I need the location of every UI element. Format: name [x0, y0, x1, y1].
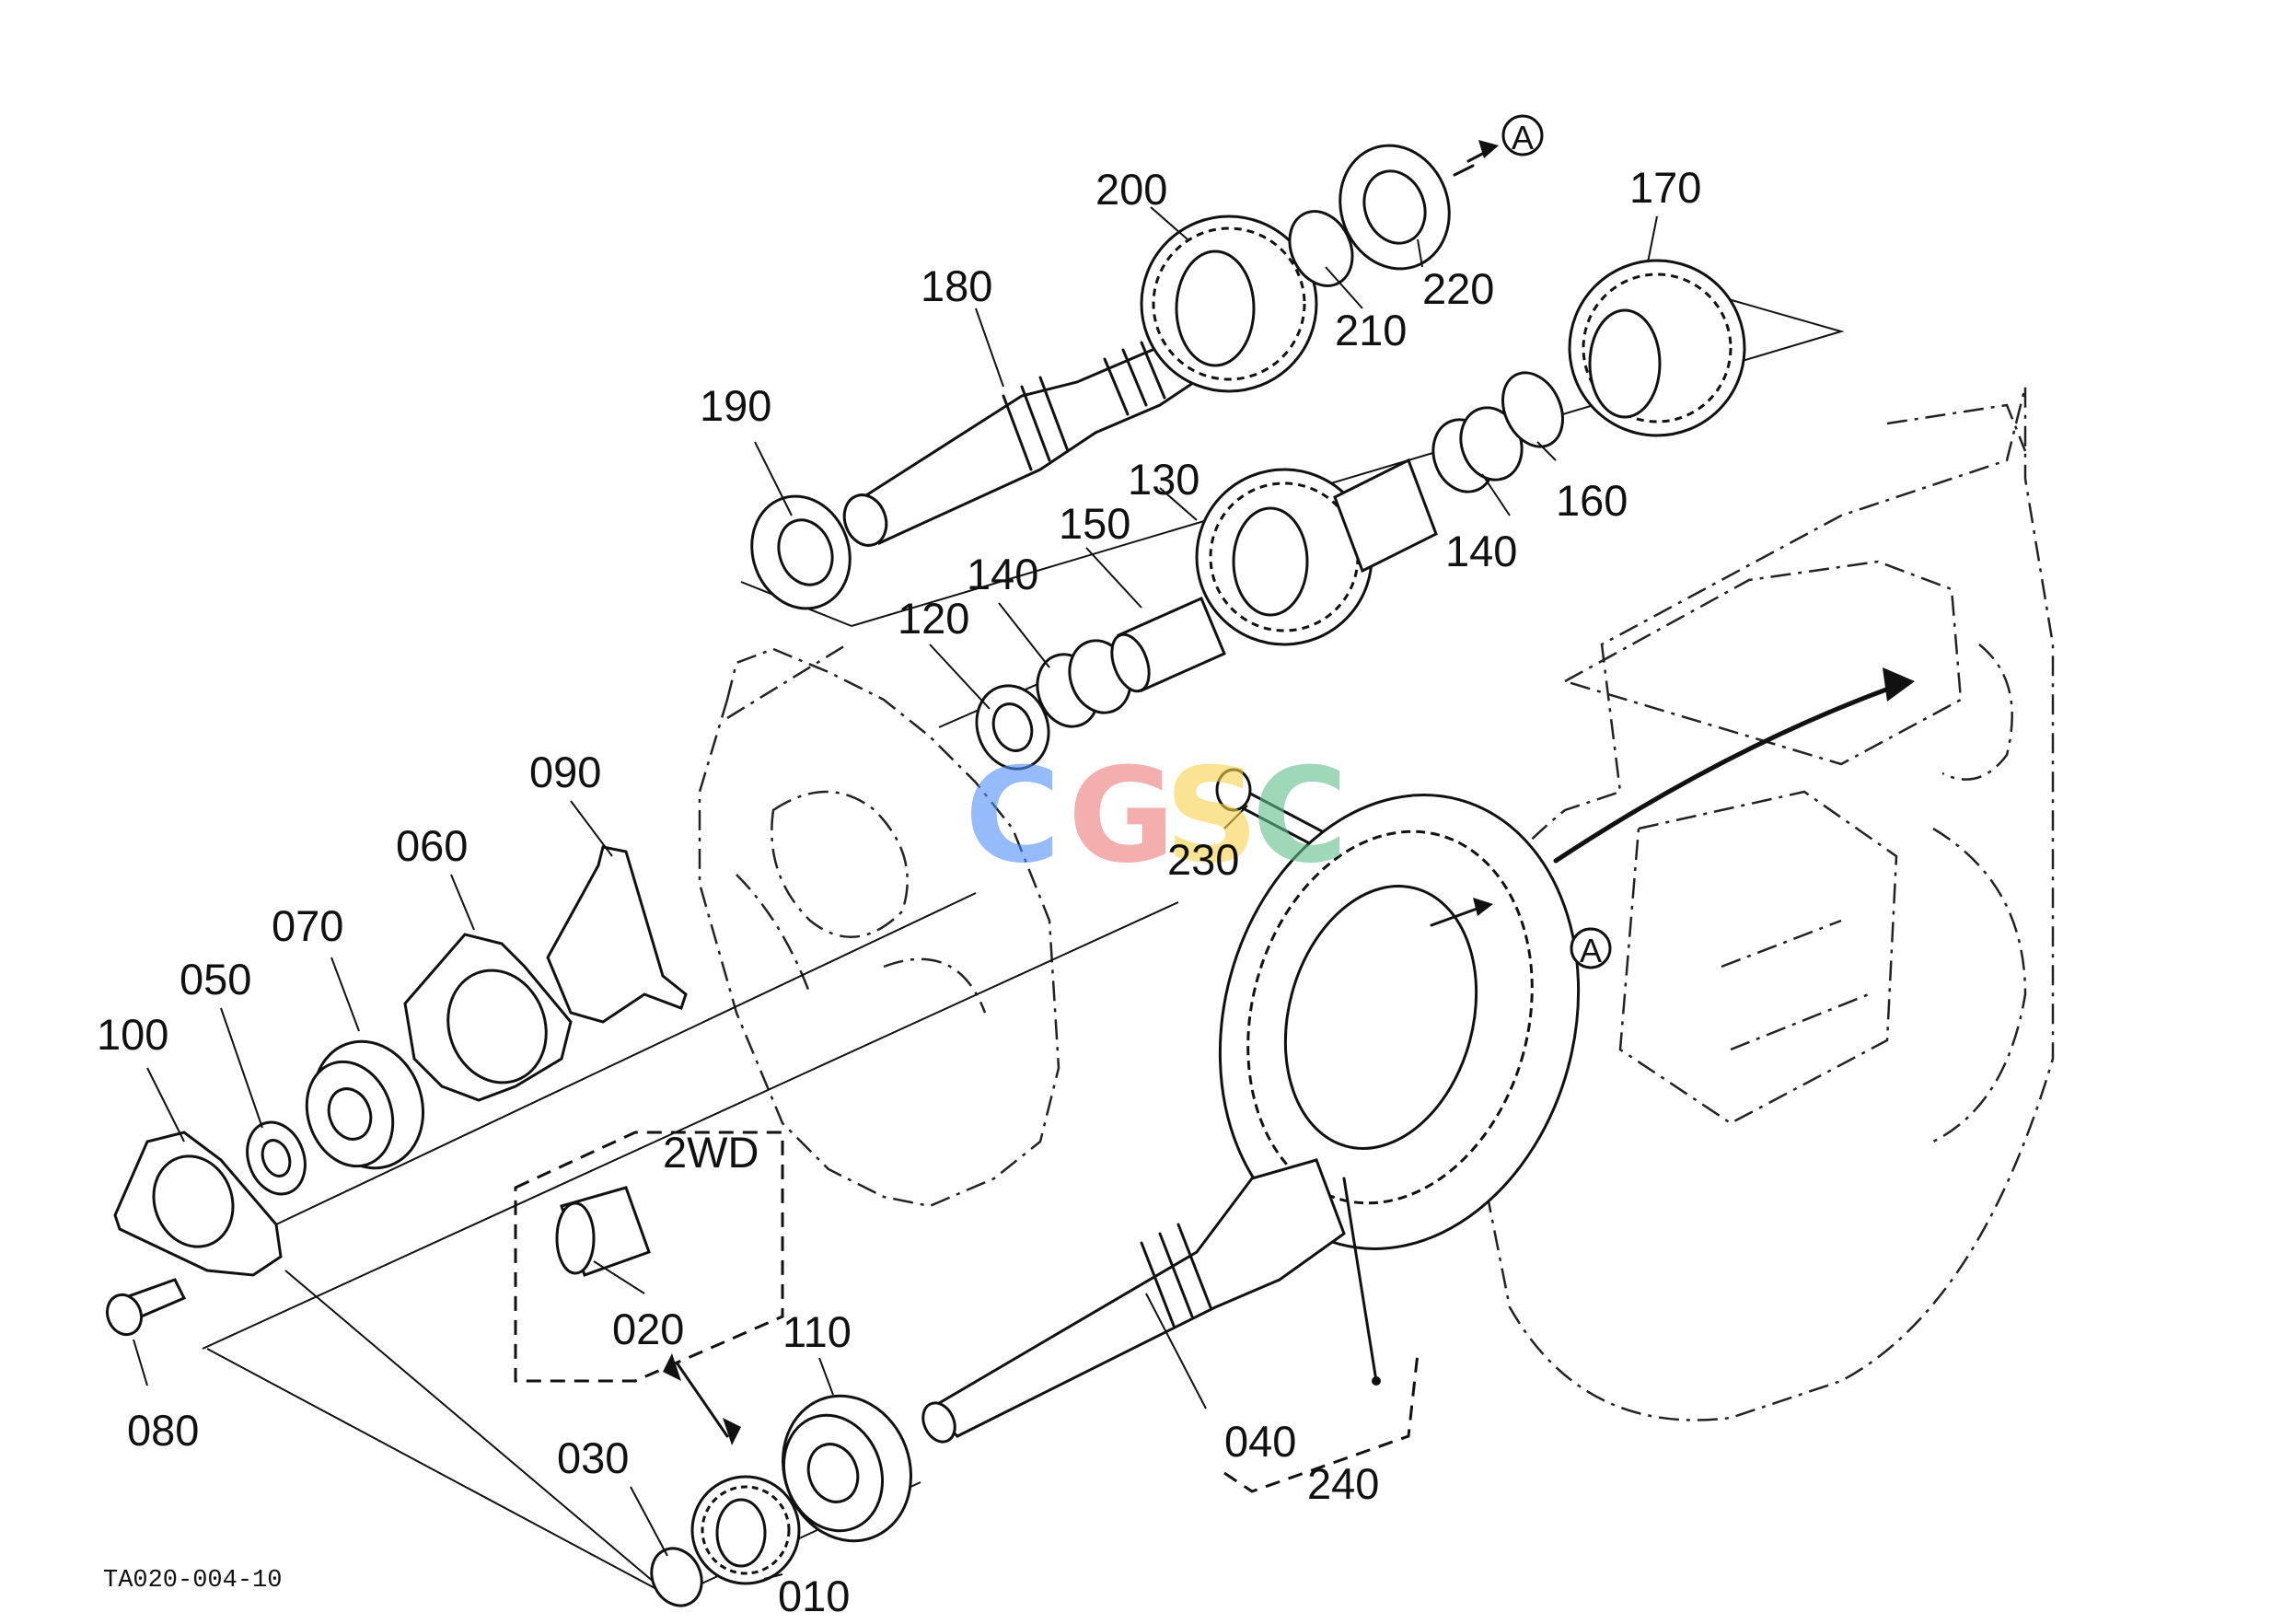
watermark-letter-3: S [1165, 740, 1258, 892]
gear-200 [1140, 215, 1318, 393]
callout-150: 150 [1059, 499, 1130, 548]
callout-140-left: 140 [967, 550, 1038, 598]
plug-080 [105, 1278, 187, 1337]
callout-140-right: 140 [1445, 527, 1517, 575]
dimension-bracket-040-240 [1223, 1177, 1420, 1493]
front-cover-outline [698, 643, 1060, 1208]
bearing-190 [750, 494, 852, 610]
callout-100: 100 [97, 1010, 168, 1059]
washer-160 [1501, 371, 1564, 448]
reference-marker-a-right: A [1570, 927, 1612, 969]
callout-220: 220 [1422, 264, 1494, 313]
housing-060 [403, 933, 573, 1102]
reference-marker-a-label: A [1512, 119, 1534, 157]
pinion-shaft-040 [921, 1158, 1346, 1444]
callout-060: 060 [396, 821, 468, 870]
callout-240: 240 [1307, 1459, 1379, 1508]
bearing-070 [305, 1039, 425, 1170]
mainshaft-180 [842, 330, 1217, 547]
spacer-150 [1110, 597, 1226, 693]
assembly-lines [202, 294, 1845, 1598]
callout-070: 070 [272, 901, 343, 950]
leader-lines [133, 206, 1658, 1580]
snap-ring-210 [1288, 210, 1354, 287]
gear-130 [1195, 458, 1438, 646]
callout-110: 110 [782, 1307, 852, 1356]
reference-marker-a-top: A [1501, 114, 1544, 157]
bearing-110 [781, 1394, 913, 1543]
part-callouts: 200 220 210 170 180 190 130 150 140 140 … [97, 163, 1701, 1620]
box-label-2wd: 2WD [663, 1128, 759, 1177]
watermark-logo: C G S C [965, 740, 1348, 892]
callout-030: 030 [557, 1433, 629, 1482]
watermark-letter-4: C [1252, 740, 1348, 892]
oil-seal-050 [246, 1120, 307, 1196]
callout-210: 210 [1335, 306, 1407, 354]
reference-marker-a-label: A [1580, 932, 1602, 969]
callout-230: 230 [1167, 835, 1239, 884]
watermark-letter-2: G [1068, 740, 1176, 892]
callout-020: 020 [612, 1305, 684, 1353]
watermark-letter-1: C [965, 740, 1060, 892]
figure-code: TA020-004-10 [103, 1567, 282, 1595]
2wd-option-box [514, 1131, 784, 1383]
callout-050: 050 [180, 955, 251, 1003]
gear-170 [1568, 259, 1746, 437]
needle-bearing-140-right [1431, 406, 1524, 493]
callout-160: 160 [1556, 476, 1628, 525]
callout-170: 170 [1629, 163, 1701, 212]
callout-180: 180 [921, 261, 992, 310]
callout-190: 190 [700, 381, 771, 430]
callout-200: 200 [1095, 165, 1167, 214]
callout-090: 090 [529, 748, 601, 796]
gasket-090 [546, 845, 688, 1024]
gear-010 [690, 1475, 801, 1585]
callout-080: 080 [127, 1406, 199, 1455]
flange-100 [113, 1131, 283, 1277]
callout-010: 010 [778, 1572, 850, 1620]
collar-120 [975, 684, 1050, 771]
bearing-220 [1339, 144, 1475, 271]
assembly-arrow [663, 140, 1915, 1445]
ring-gear-240 [1218, 794, 1581, 1250]
callout-040: 040 [1224, 1417, 1296, 1466]
bolt-230 [1215, 768, 1328, 849]
callout-130: 130 [1128, 455, 1199, 504]
callout-120: 120 [898, 594, 969, 643]
